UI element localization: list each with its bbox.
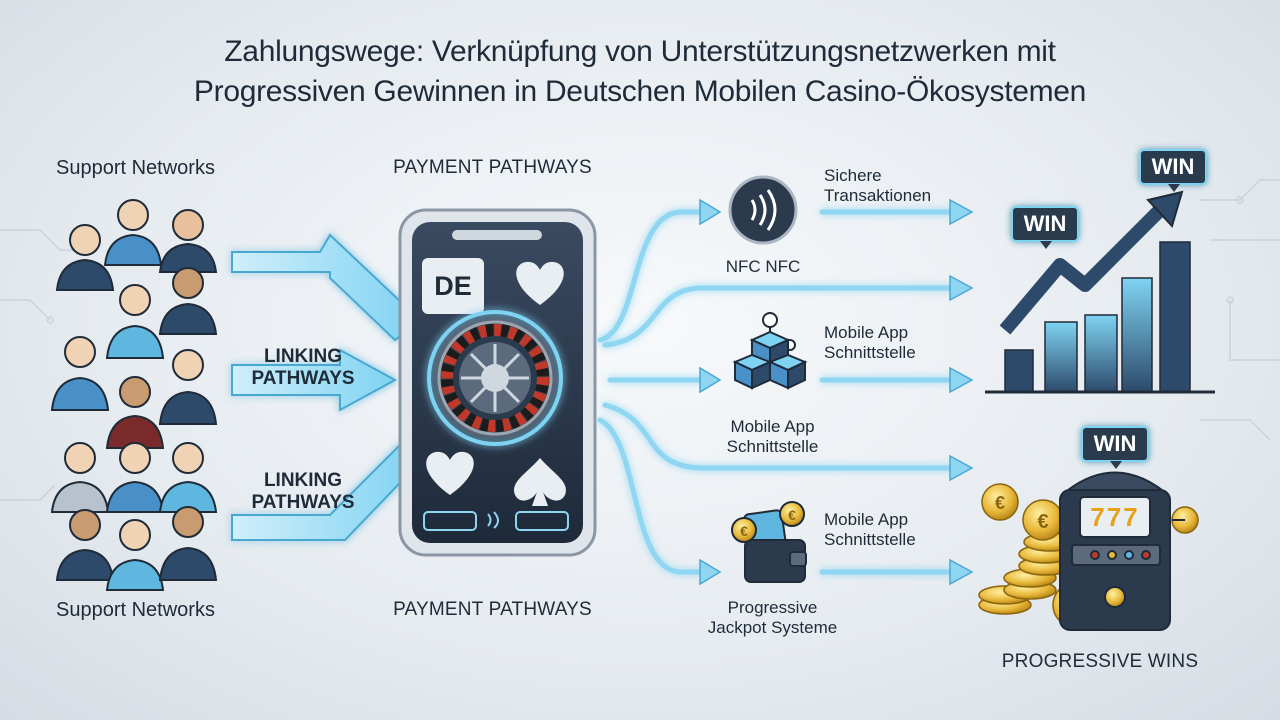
support-networks-label-top: Support Networks xyxy=(56,157,215,179)
win-label-1: WIN xyxy=(1023,211,1067,236)
arrow-top xyxy=(231,233,422,342)
mobile-app-interface-label-below: Mobile App Schnittstelle xyxy=(726,417,819,456)
de-badge: DE xyxy=(434,270,472,301)
heart-icon-top xyxy=(516,261,564,305)
euro-coin-icon: € xyxy=(995,493,1005,513)
nfc-icon xyxy=(728,175,798,245)
win-label-3: WIN xyxy=(1093,431,1137,456)
mobile-app-interface-label-wallet: Mobile App Schnittstelle xyxy=(824,510,916,549)
roulette-wheel-icon xyxy=(427,310,563,446)
win-badge-1 xyxy=(1011,206,1079,249)
secure-transactions-label: Sichere Transaktionen xyxy=(824,166,932,205)
euro-coin-icon: € xyxy=(740,523,748,539)
arrow-middle xyxy=(231,348,398,412)
payment-pathway-lines xyxy=(597,209,958,575)
pathway-arrowheads xyxy=(699,198,974,586)
nfc-label: NFC NFC xyxy=(725,257,801,276)
app-network-icon xyxy=(732,312,808,390)
page-title: Zahlungswege: Verknüpfung von Unterstütz… xyxy=(40,32,1240,112)
slot-reels: 777 xyxy=(1090,502,1140,532)
support-networks-label-bottom: Support Networks xyxy=(56,599,215,621)
wallet-icon xyxy=(731,501,807,583)
slot-machine-icon xyxy=(1059,471,1185,631)
people-group-icon xyxy=(50,199,218,591)
growth-chart-icon xyxy=(985,190,1215,394)
title-line-1: Zahlungswege: Verknüpfung von Unterstütz… xyxy=(224,35,1056,68)
title-line-2: Progressiven Gewinnen in Deutschen Mobil… xyxy=(193,75,1087,108)
euro-coin-icon: € xyxy=(1037,511,1048,533)
linking-pathways-label-2: LINKING PATHWAYS xyxy=(251,470,355,513)
win-badge-2 xyxy=(1139,149,1207,192)
euro-coin-icon: € xyxy=(788,507,796,523)
progressive-wins-label: PROGRESSIVE WINS xyxy=(1001,651,1199,672)
linking-arrows xyxy=(231,233,422,541)
mobile-app-interface-label-right: Mobile App Schnittstelle xyxy=(824,323,916,362)
payment-pathways-label-bottom: PAYMENT PATHWAYS xyxy=(393,599,592,620)
payment-pathways-label-top: PAYMENT PATHWAYS xyxy=(393,157,592,178)
spade-icon xyxy=(514,458,566,506)
win-label-2: WIN xyxy=(1151,154,1195,179)
linking-pathways-label-1: LINKING PATHWAYS xyxy=(251,346,355,389)
heart-icon-bottom xyxy=(426,451,474,495)
progressive-jackpot-label: Progressive Jackpot Systeme xyxy=(707,598,838,637)
win-badge-3 xyxy=(1081,426,1149,469)
